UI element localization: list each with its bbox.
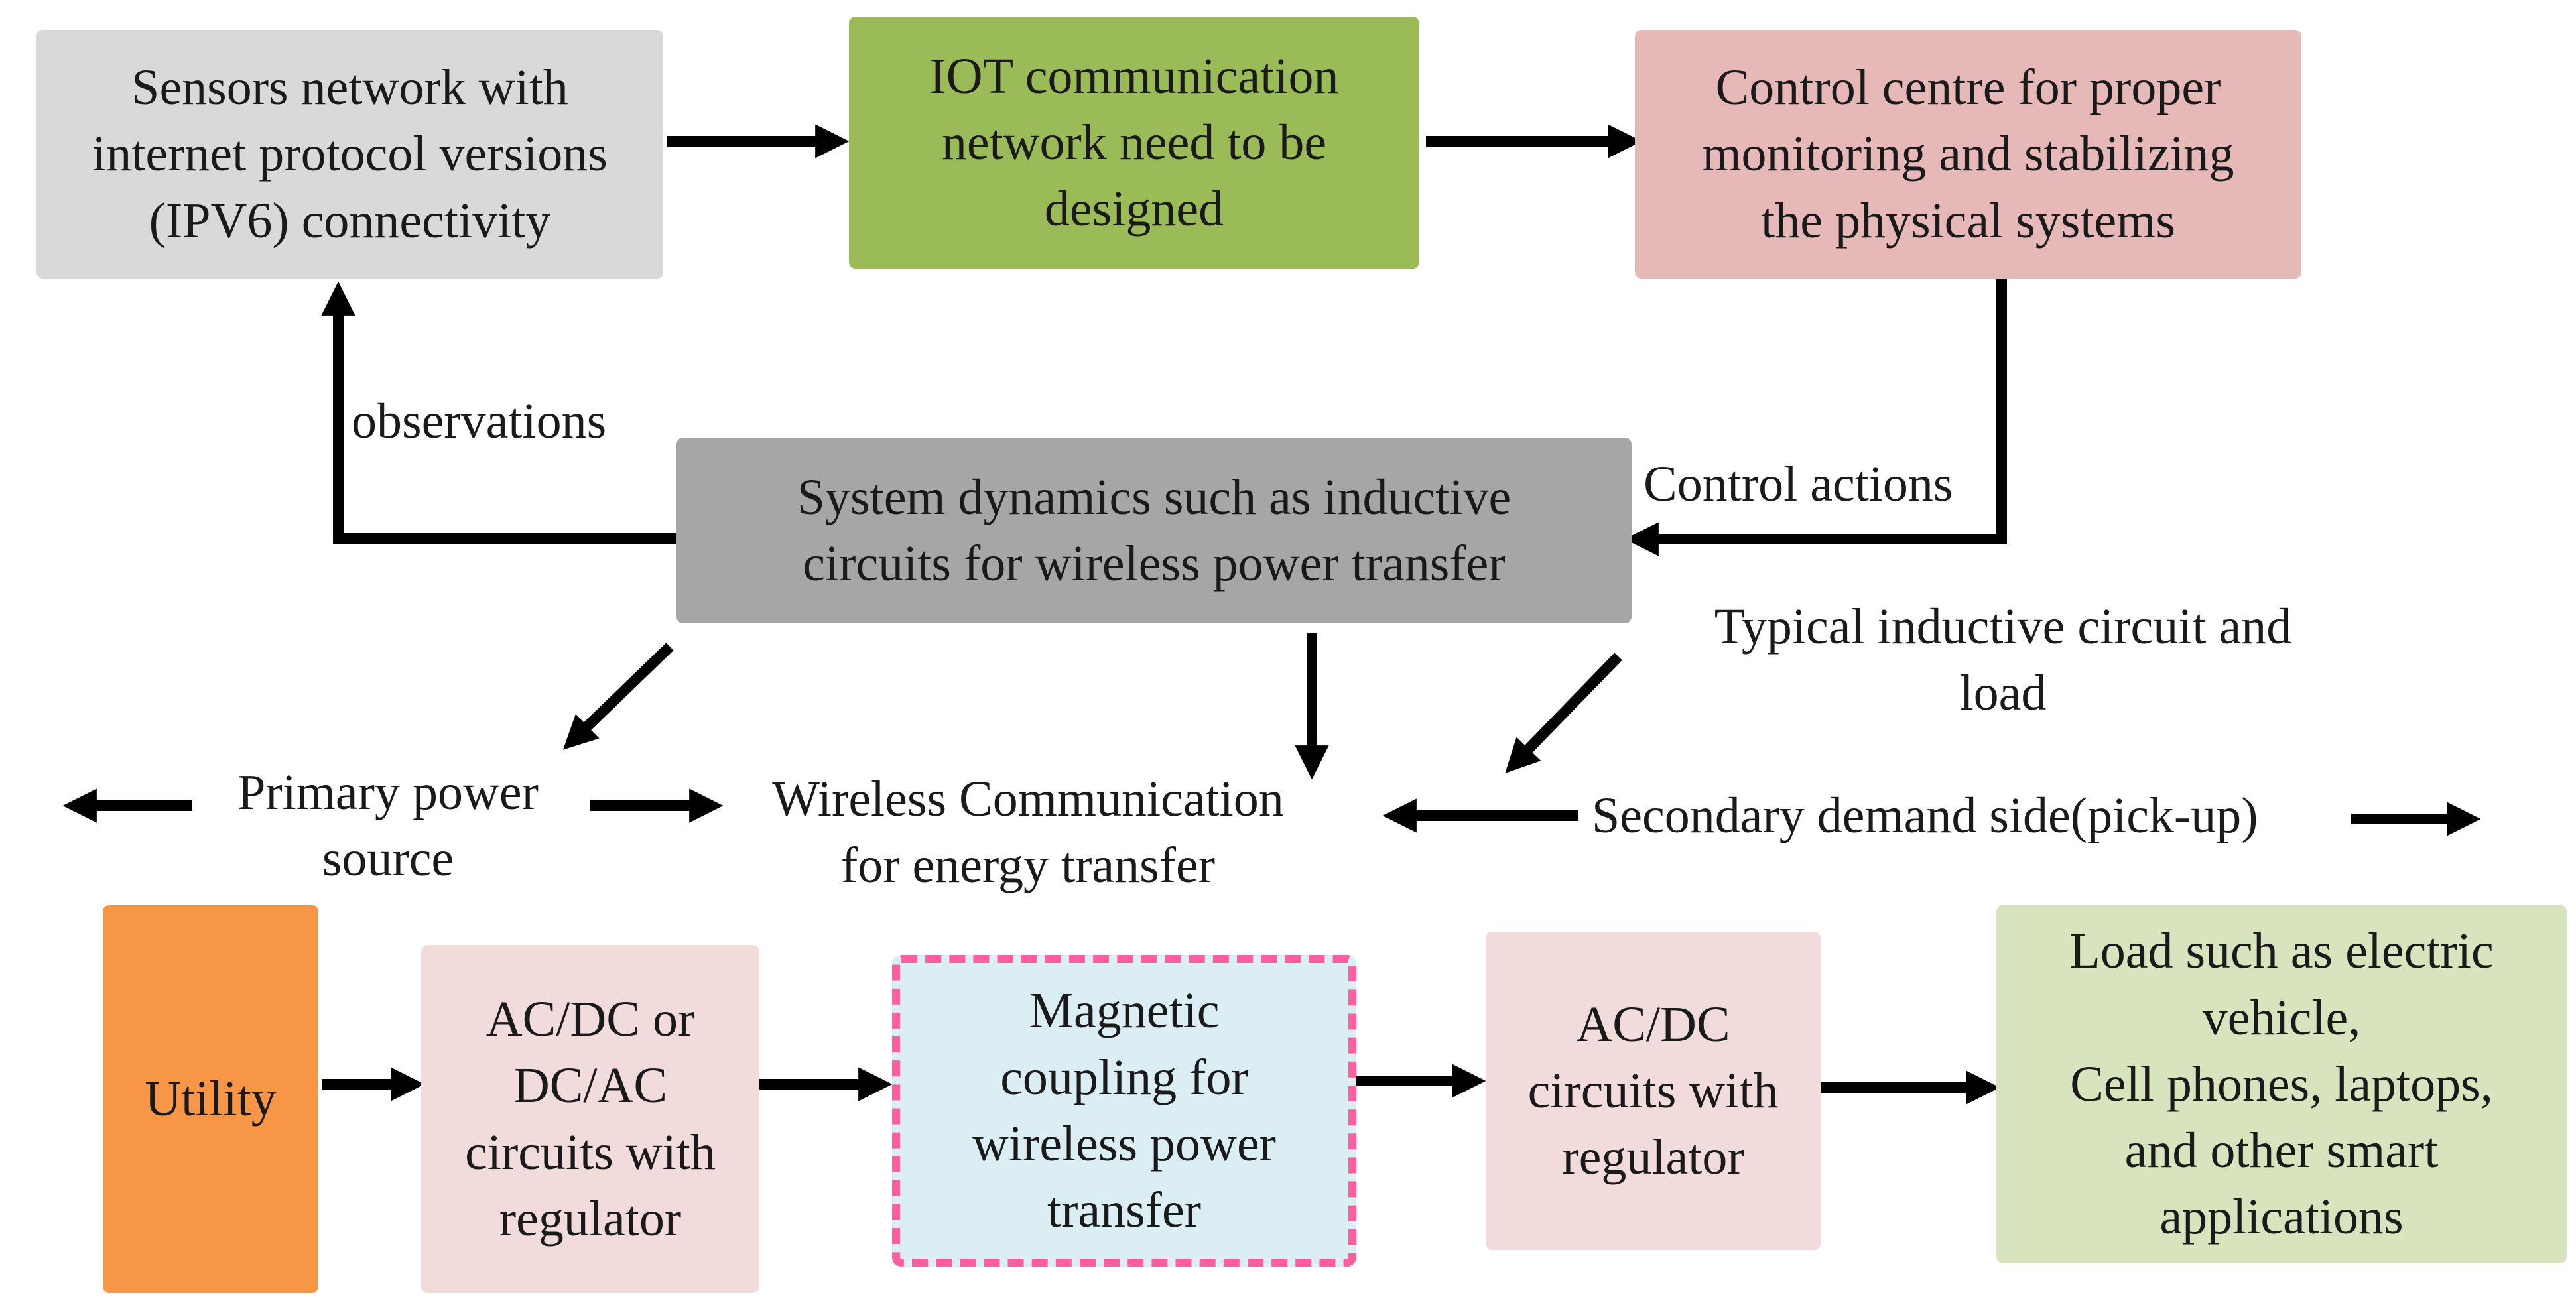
- utility-text: Utility: [145, 1071, 277, 1127]
- utility-box: Utility: [103, 905, 318, 1293]
- iot-network-text: IOT communication network need to be des…: [929, 48, 1339, 237]
- arrow-typical-to-wireless: [1505, 653, 1622, 774]
- sensors-network-text: Sensors network with internet protocol v…: [92, 60, 608, 249]
- load-text: Load such as electric vehicle, Cell phon…: [2069, 923, 2494, 1245]
- acdc-regulator-text: AC/DC circuits with regulator: [1527, 996, 1779, 1186]
- acdc-regulator-box: AC/DC circuits with regulator: [1486, 932, 1821, 1250]
- primary-power-label: Primary power source: [237, 765, 539, 887]
- acdc-dcac-box: AC/DC or DC/AC circuits with regulator: [421, 945, 759, 1293]
- arrow-dynamics-to-primary: [562, 643, 674, 750]
- arrow-control-actions: [1624, 275, 2007, 556]
- sensors-network-box: Sensors network with internet protocol v…: [36, 30, 663, 279]
- control-centre-text: Control centre for proper monitoring and…: [1702, 60, 2234, 249]
- secondary-demand-label: Secondary demand side(pick-up): [1592, 788, 2258, 843]
- magnetic-coupling-text: Magnetic coupling for wireless power tra…: [972, 983, 1276, 1239]
- iot-network-box: IOT communication network need to be des…: [849, 17, 1419, 269]
- control-centre-box: Control centre for proper monitoring and…: [1635, 30, 2301, 279]
- load-box: Load such as electric vehicle, Cell phon…: [1996, 905, 2567, 1263]
- arrow-observations: [321, 281, 680, 544]
- control-actions-label: Control actions: [1643, 456, 1953, 512]
- wireless-communication-label: Wireless Communication for energy transf…: [772, 771, 1284, 894]
- magnetic-coupling-box: Magnetic coupling for wireless power tra…: [892, 955, 1356, 1267]
- system-dynamics-box: System dynamics such as inductive circui…: [676, 438, 1632, 623]
- typical-inductive-label: Typical inductive circuit and load: [1714, 599, 2292, 721]
- observations-label: observations: [352, 393, 607, 449]
- acdc-dcac-text: AC/DC or DC/AC circuits with regulator: [465, 991, 716, 1247]
- system-dynamics-text: System dynamics such as inductive circui…: [797, 469, 1512, 592]
